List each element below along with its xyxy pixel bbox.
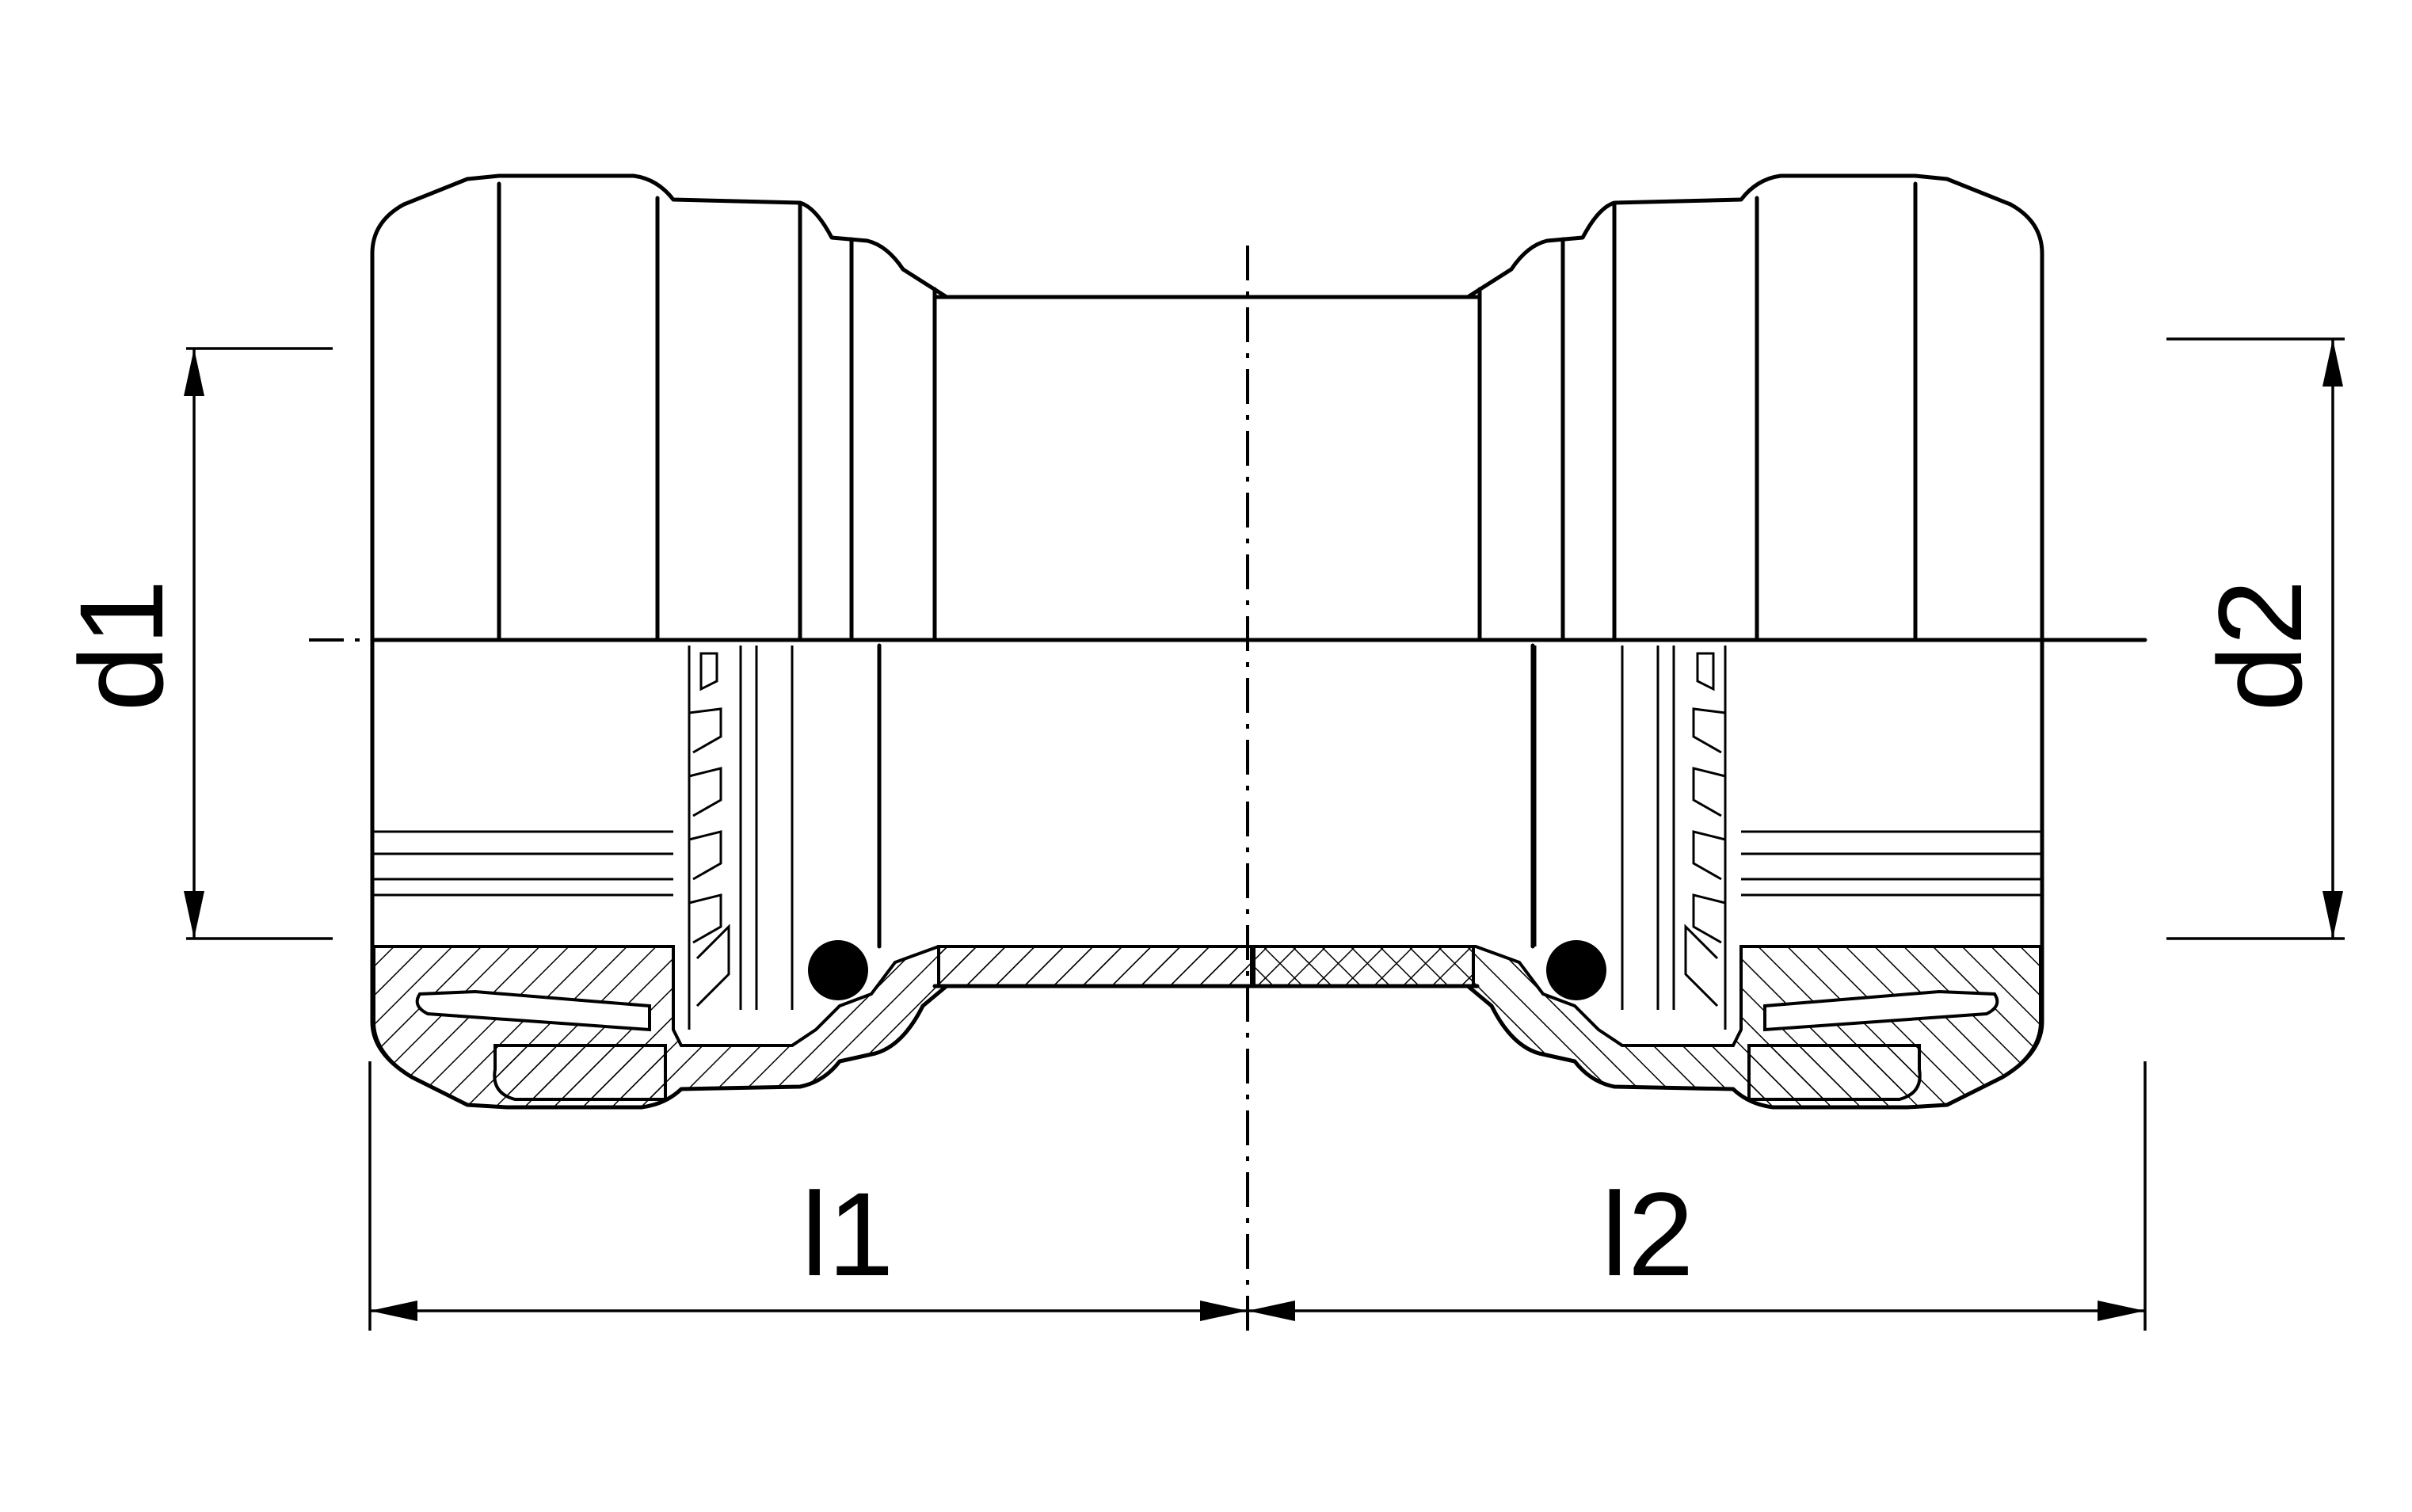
l1-arrow-right [1200,1301,1248,1321]
d1-arrow-top [184,348,204,396]
l2-label: l2 [1602,1167,1694,1301]
left-grip-ring [415,989,651,1032]
l1-label: l1 [802,1167,894,1301]
dimension-l1-l2: l1 l2 [368,1061,2147,1331]
d1-arrow-bottom [184,891,204,939]
d2-arrow-top [2322,339,2343,387]
dimension-d1: d1 [55,347,333,940]
l2-arrow-right [2098,1301,2145,1321]
dimension-d2: d2 [2166,337,2345,940]
left-release-collar [493,1044,667,1101]
left-grip-teeth [372,646,881,1030]
d2-label: d2 [2193,580,2326,712]
d1-label: d1 [55,580,188,712]
l1-arrow-left [370,1301,417,1321]
left-body-outline [370,173,1254,642]
coupling-left-half [370,173,1254,1110]
d2-arrow-bottom [2322,891,2343,939]
l2-arrow-left [1248,1301,1295,1321]
mid-wall-hatch [937,945,1475,988]
left-o-ring [808,940,868,1000]
